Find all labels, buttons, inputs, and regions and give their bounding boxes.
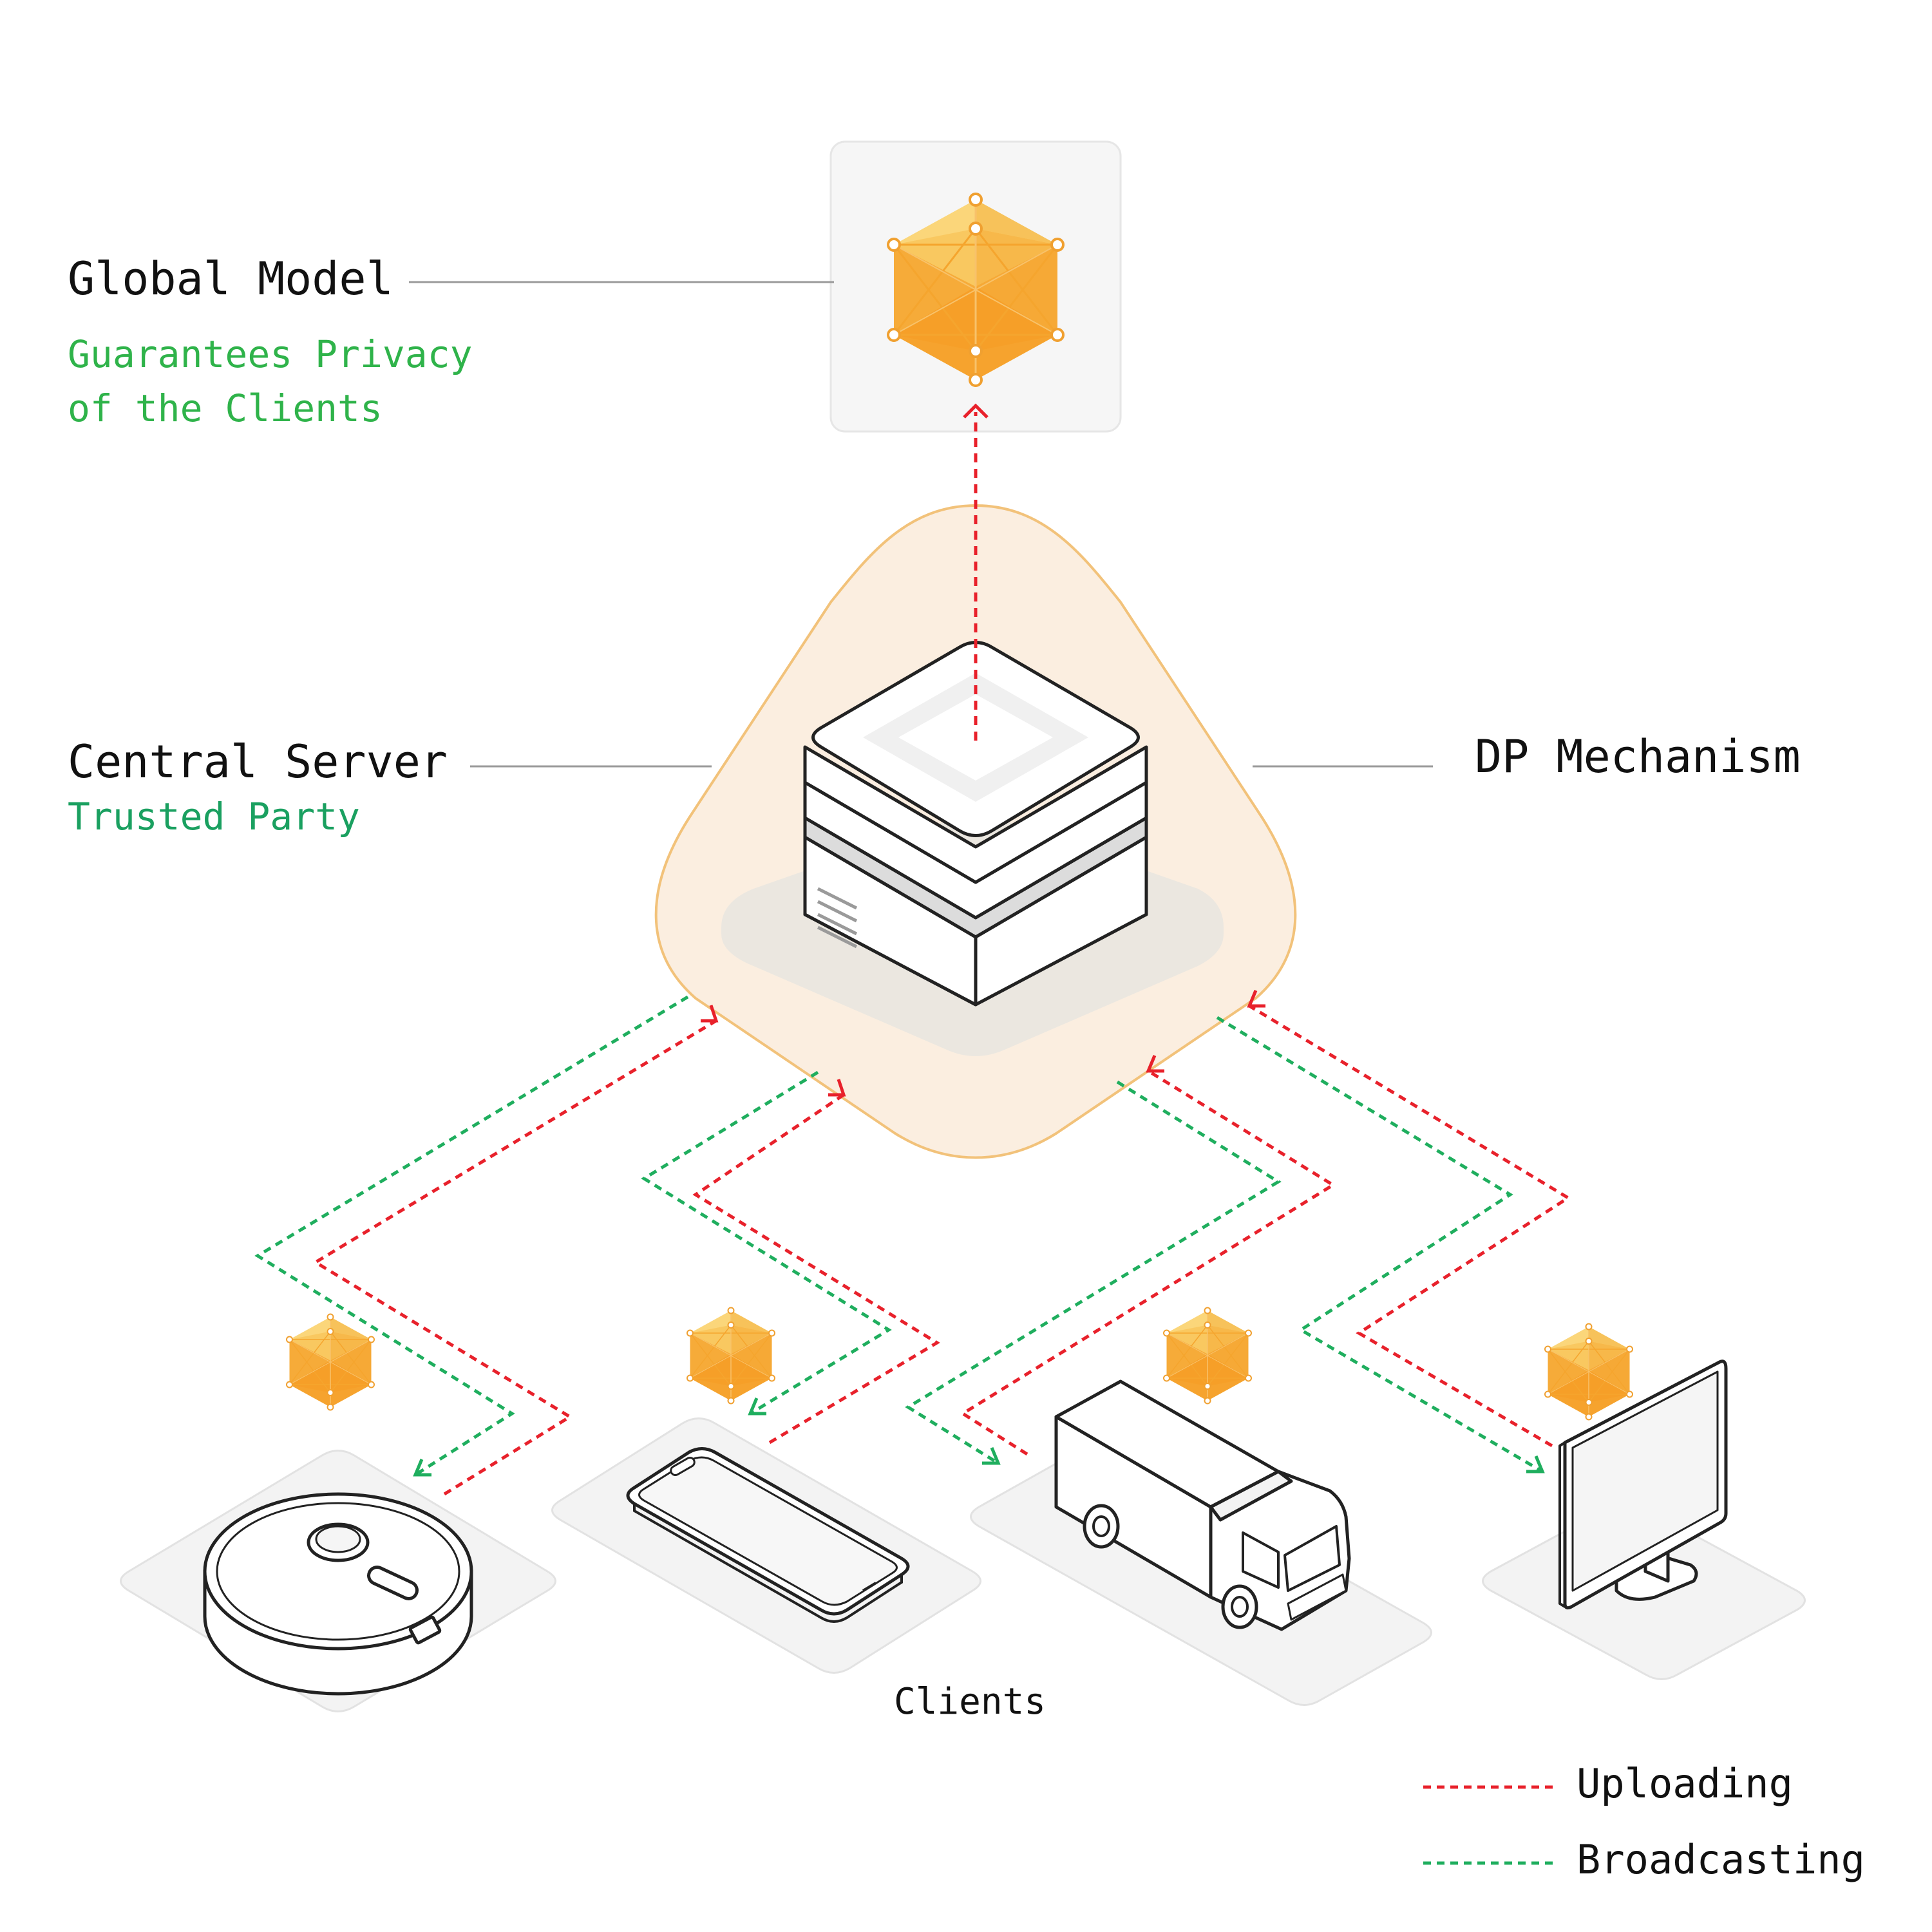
broadcast-arrowhead-van: [982, 1447, 1001, 1465]
legend-broadcasting-label: Broadcasting: [1577, 1836, 1865, 1883]
broadcast-arrowhead-vacuum: [413, 1459, 431, 1477]
upload-arrowhead-van: [1146, 1055, 1164, 1073]
central-server-subtitle: Trusted Party: [68, 795, 360, 838]
broadcast-arrowhead-monitor: [1526, 1455, 1545, 1473]
client-model-icon-vacuum: [286, 1313, 375, 1411]
broadcast-path-phone: [641, 1070, 892, 1416]
client-model-icon-van: [1163, 1307, 1252, 1405]
monitor-icon: [1558, 1359, 1728, 1610]
client-model-icon-monitor: [1544, 1323, 1633, 1421]
clients-label: Clients: [894, 1681, 1046, 1723]
broadcast-path-van: [905, 1080, 1282, 1465]
broadcast-path-vacuum: [254, 995, 689, 1477]
delivery-van-icon: [1054, 1379, 1351, 1631]
global-model-label: Global Model: [68, 252, 393, 305]
upload-path-phone: [692, 1093, 940, 1444]
global-model-subtitle-line-2: of the Clients: [68, 386, 383, 430]
upload-arrow-server-to-model: [963, 403, 989, 741]
upload-arrowhead-vacuum: [701, 1005, 719, 1023]
upload-path-monitor: [1248, 1004, 1571, 1448]
central-server-label: Central Server: [68, 735, 448, 788]
client-model-icon-phone: [687, 1307, 775, 1405]
global-model-subtitle-line-1: Guarantees Privacy: [68, 332, 473, 376]
smartphone-icon: [626, 1447, 910, 1623]
broadcast-arrowhead-phone: [748, 1397, 766, 1416]
robot-vacuum-icon: [203, 1492, 473, 1696]
upload-arrowhead-monitor: [1247, 990, 1265, 1008]
broadcast-path-monitor: [1216, 1016, 1544, 1473]
dp-mechanism-label: DP Mechanism: [1475, 730, 1801, 783]
upload-arrowhead-phone: [828, 1079, 846, 1097]
upload-path-vacuum: [312, 1019, 717, 1496]
global-model-card: [829, 140, 1122, 433]
legend-uploading-label: Uploading: [1577, 1760, 1793, 1807]
